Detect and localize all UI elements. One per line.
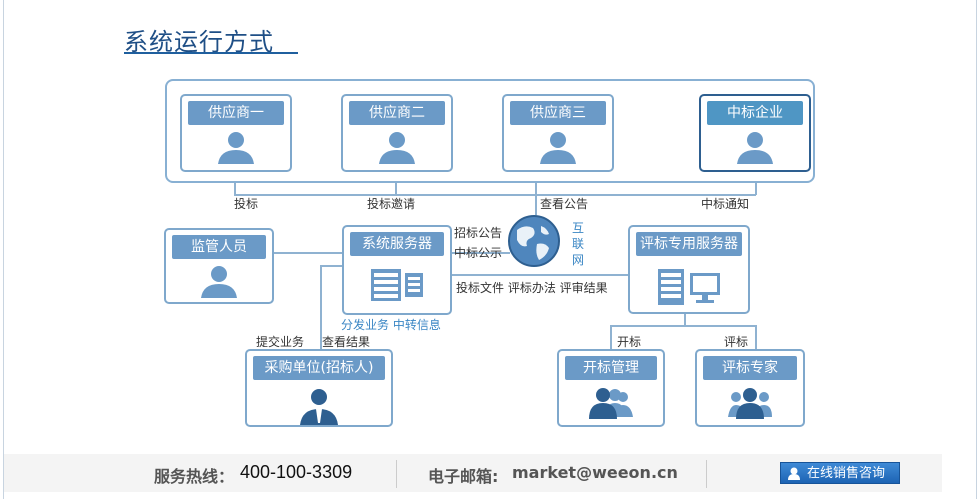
globe-icon [508,215,560,267]
buyer-submit: 提交业务 [256,335,305,349]
person-icon [379,132,415,164]
open-mgmt-box: 开标管理 [557,349,665,427]
supplier-3-box: 供应商三 [502,94,614,172]
connector [684,314,686,326]
email-label: 电子邮箱: [428,467,499,486]
online-consult-label: 在线销售咨询 [807,466,886,481]
connector [395,183,397,195]
supervisor-box: 监管人员 [164,228,274,304]
internet-char: 联 [572,237,585,251]
person-icon [737,132,773,164]
supplier-1-label: 供应商一 [188,101,284,125]
footer-bar: 服务热线： 400-100-3309 电子邮箱: market@weeon.cn [4,454,942,492]
supplier-2-label: 供应商二 [349,101,445,125]
buyer-label: 采购单位(招标人) [253,356,385,380]
notice-bid: 招标公告 [454,226,503,240]
connector [535,183,537,215]
connector [755,183,757,195]
title-underline [124,52,298,54]
server-monitor-icon [658,269,720,305]
group-icon [728,388,772,419]
buyer-view-result: 查看结果 [322,335,371,349]
system-server-caption: 分发业务 中转信息 [341,318,441,332]
link-open: 开标 [617,335,642,349]
internet-char: 网 [572,253,585,267]
eval-server-box: 评标专用服务器 [628,225,750,314]
page-title: 系统运行方式 [124,28,274,56]
connector [610,325,756,327]
email-address: market@weeon.cn [512,463,678,482]
server-icon [371,269,423,301]
connector [610,325,612,350]
system-server-label: 系统服务器 [350,232,444,256]
online-consult-button[interactable]: 在线销售咨询 [780,462,900,484]
link-invite: 投标邀请 [367,197,416,211]
connector [320,265,342,267]
eval-expert-label: 评标专家 [703,356,797,380]
businessman-icon [300,389,338,425]
connector [320,265,322,349]
system-server-box: 系统服务器 [342,225,452,315]
winning-company-box: 中标企业 [699,94,811,172]
eval-server-label: 评标专用服务器 [636,232,742,256]
connector [452,274,628,276]
link-award-notice: 中标通知 [701,197,750,211]
headset-icon [788,467,800,480]
page-frame [3,0,977,499]
person-icon [201,266,237,298]
internet-char: 互 [572,221,585,235]
eval-links: 投标文件 评标办法 评审结果 [456,281,608,295]
supplier-3-label: 供应商三 [510,101,606,125]
hotline-number: 400-100-3309 [240,462,353,482]
supplier-2-box: 供应商二 [341,94,453,172]
open-mgmt-label: 开标管理 [565,356,657,380]
connector [234,194,756,196]
footer-divider [396,460,397,488]
winning-company-label: 中标企业 [707,101,803,125]
connector [234,183,236,195]
eval-expert-box: 评标专家 [695,349,805,427]
notice-award: 中标公示 [454,246,503,260]
connector [452,252,510,254]
connector [274,252,342,254]
hotline-label: 服务热线： [154,467,235,486]
supplier-1-box: 供应商一 [180,94,292,172]
link-eval: 评标 [724,335,749,349]
person-icon [540,132,576,164]
link-view-notice: 查看公告 [540,197,589,211]
internet-label: 互 联 网 [572,220,584,268]
buyer-box: 采购单位(招标人) [245,349,393,427]
group-icon [589,388,633,419]
connector [755,325,757,350]
supervisor-label: 监管人员 [172,235,266,259]
person-icon [218,132,254,164]
link-bid: 投标 [234,197,259,211]
footer-divider [706,460,707,488]
